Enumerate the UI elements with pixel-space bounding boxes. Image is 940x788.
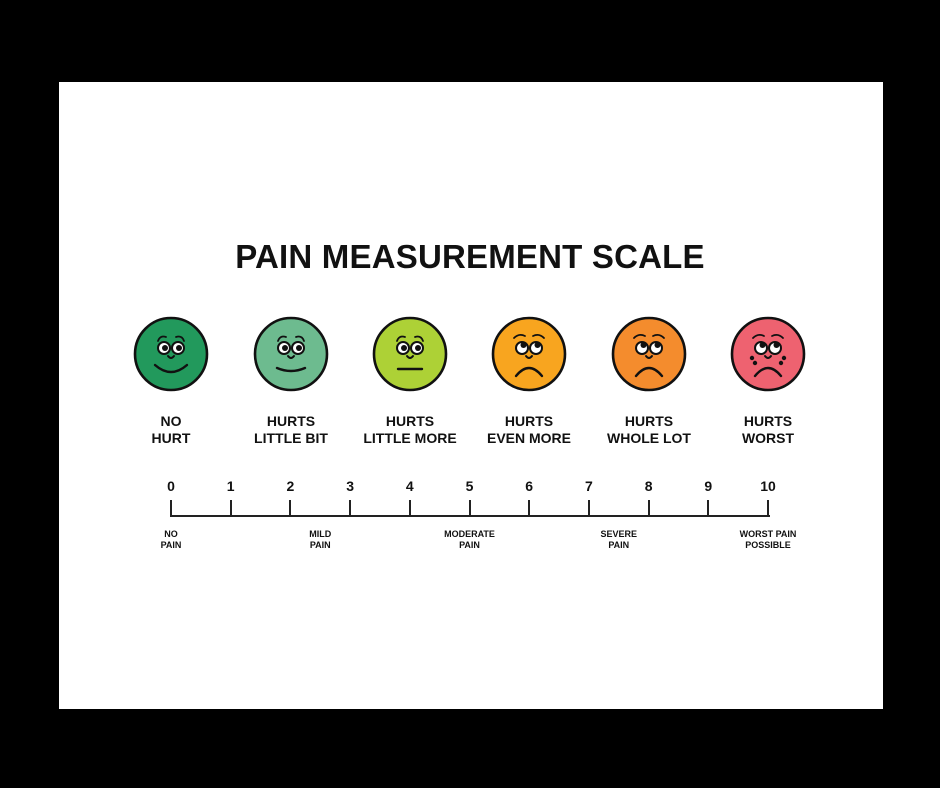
range-label-line2: PAIN <box>160 540 182 550</box>
scale-tick-label: 3 <box>346 478 354 494</box>
range-label-line1: WORST PAIN <box>739 529 797 539</box>
range-label-line1: SEVERE <box>600 529 637 539</box>
page-title: PAIN MEASUREMENT SCALE <box>235 238 705 275</box>
face-label-line1: HURTS <box>266 413 316 429</box>
scale-tick-label: 4 <box>405 478 414 494</box>
scale-tick-mark <box>587 500 590 517</box>
face-hurts-whole-lot-icon <box>611 316 687 392</box>
scale-tick-label: 1 <box>226 478 235 494</box>
face-label-line1: HURTS <box>743 413 793 429</box>
range-label-line2: PAIN <box>608 540 630 550</box>
face-label-line2: LITTLE MORE <box>363 430 457 446</box>
scale-tick-label: 8 <box>644 478 653 494</box>
range-label-line1: NO <box>164 529 178 539</box>
face-no-hurt-icon <box>133 316 209 392</box>
face-label-line2: WORST <box>741 430 795 446</box>
scale-tick-mark <box>647 500 650 517</box>
range-label-line2: PAIN <box>309 540 331 550</box>
range-label-line1: MILD <box>309 529 332 539</box>
face-label-line1: HURTS <box>385 413 435 429</box>
scale-tick-mark <box>707 500 710 517</box>
range-label-line2: POSSIBLE <box>745 540 791 550</box>
face-label-line2: HURT <box>151 430 191 446</box>
face-label-line1: HURTS <box>624 413 674 429</box>
scale-tick-label: 0 <box>167 478 175 494</box>
scale-tick-mark <box>349 500 352 517</box>
scale-tick-mark <box>229 500 232 517</box>
scale-tick-label: 6 <box>525 478 534 494</box>
scale-tick-label: 10 <box>760 478 776 494</box>
face-label-line1: NO <box>160 413 182 429</box>
scale-tick-mark <box>468 500 471 517</box>
scale-tick-label: 2 <box>286 478 295 494</box>
face-hurts-little-more-icon <box>372 316 448 392</box>
face-label-line1: HURTS <box>504 413 554 429</box>
range-label-line1: MODERATE <box>444 529 495 539</box>
face-label-line2: WHOLE LOT <box>607 430 691 446</box>
face-hurts-little-bit-icon <box>253 316 329 392</box>
scale-tick-mark <box>767 500 769 517</box>
scale-tick-mark <box>289 500 292 517</box>
face-label-line2: LITTLE BIT <box>254 430 328 446</box>
range-label-line2: PAIN <box>459 540 480 550</box>
scale-tick-label: 9 <box>704 478 713 494</box>
scale-tick-mark <box>528 500 531 517</box>
scale-tick-mark <box>170 500 172 517</box>
scale-tick-label: 5 <box>465 478 474 494</box>
face-label-line2: EVEN MORE <box>486 430 571 446</box>
scale-tick-mark <box>408 500 411 517</box>
face-hurts-worst-icon <box>730 316 806 392</box>
scale-tick-label: 7 <box>584 478 593 494</box>
scale-card <box>59 82 883 709</box>
face-hurts-even-more-icon <box>491 316 567 392</box>
